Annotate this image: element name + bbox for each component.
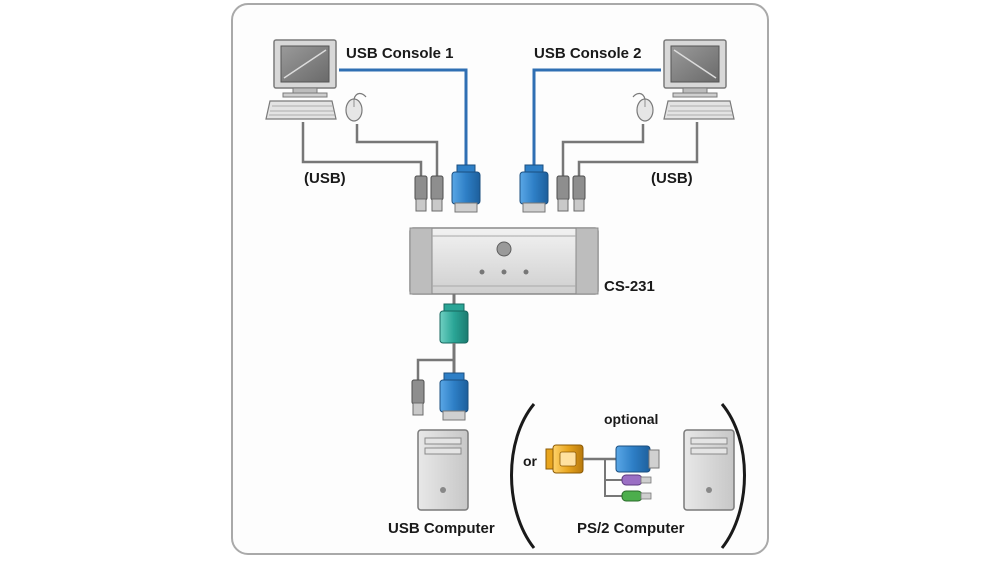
vga-connector-icon-right: [519, 164, 549, 213]
teal-connector-icon: [439, 303, 469, 344]
ps2-split-cable: [604, 459, 622, 497]
mouse-icon-left: [345, 92, 367, 122]
left-bracket: [510, 403, 536, 549]
usb-plug-icon-left-2: [430, 175, 444, 212]
device-model-label: CS-231: [604, 278, 655, 295]
console1-keyboard-cable: [301, 122, 423, 178]
monitor-icon-left: [273, 39, 337, 98]
usb-computer-label: USB Computer: [388, 520, 495, 537]
led-icon: [479, 269, 485, 275]
keyboard-icon-right: [663, 100, 735, 120]
usb-plug-icon-left-1: [414, 175, 428, 212]
computer-usb-cable: [416, 358, 454, 382]
monitor-icon-right: [663, 39, 727, 98]
port-select-button-icon: [496, 241, 512, 257]
vga-connector-icon-ps2: [615, 445, 660, 473]
console2-label: USB Console 2: [534, 45, 642, 62]
console1-video-cable: [339, 68, 468, 168]
orange-connector-icon: [545, 444, 584, 474]
console2-video-cable: [532, 68, 661, 168]
right-bracket: [720, 403, 746, 549]
ps2-plug-icon-purple: [621, 474, 652, 486]
usb-plug-icon-right-2: [572, 175, 586, 212]
kvm-switch-device: [409, 227, 599, 295]
console2-keyboard-cable: [577, 122, 699, 178]
usb-computer-tower-icon: [417, 429, 469, 511]
mouse-icon-right: [632, 92, 654, 122]
or-label: or: [523, 453, 537, 469]
vga-connector-icon-left: [451, 164, 481, 213]
ps2-plug-icon-green: [621, 490, 652, 502]
usb-plug-icon-computer: [411, 379, 425, 416]
led-icon: [501, 269, 507, 275]
console1-label: USB Console 1: [346, 45, 454, 62]
usb-label-left: (USB): [304, 170, 346, 187]
usb-plug-icon-right-1: [556, 175, 570, 212]
keyboard-icon-left: [265, 100, 337, 120]
console2-mouse-cable: [561, 124, 645, 178]
led-icon: [523, 269, 529, 275]
console1-mouse-cable: [355, 124, 439, 178]
usb-label-right: (USB): [651, 170, 693, 187]
ps2-computer-tower-icon: [683, 429, 735, 511]
vga-connector-icon-computer: [439, 372, 469, 421]
ps2-computer-label: PS/2 Computer: [577, 520, 685, 537]
optional-label: optional: [604, 411, 659, 427]
